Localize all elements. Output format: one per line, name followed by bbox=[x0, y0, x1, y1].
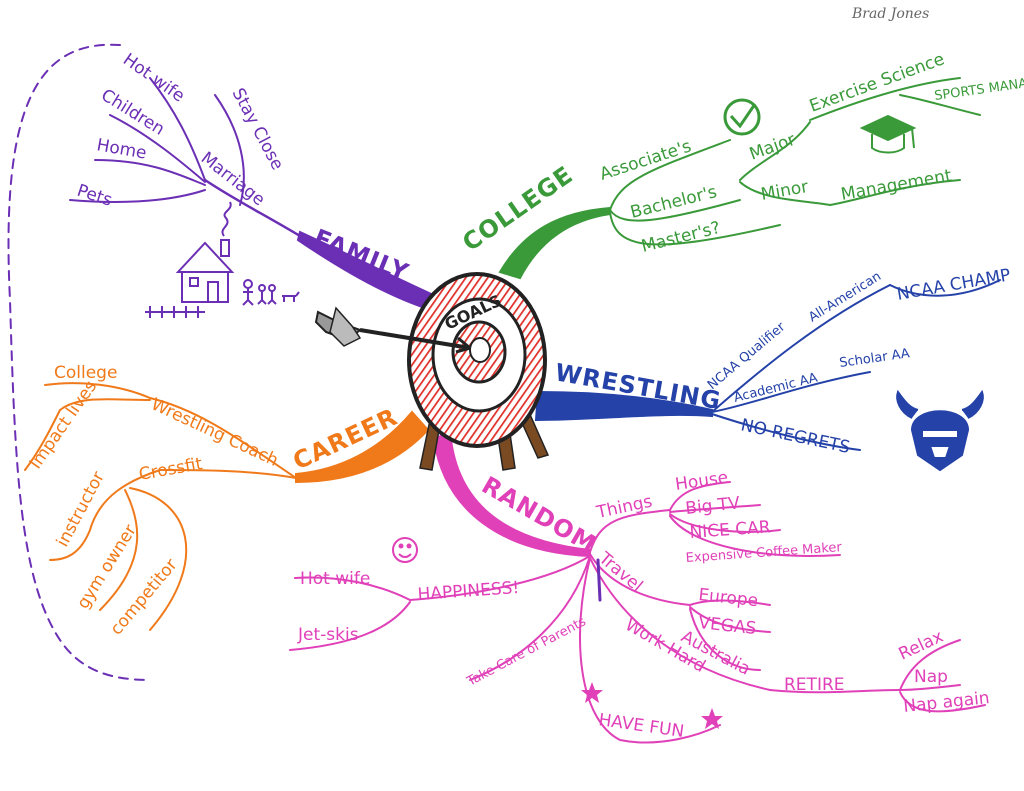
random-retire: RETIRE bbox=[784, 675, 845, 695]
star-icon bbox=[581, 682, 603, 703]
random-happiness-jet-skis: Jet-skis bbox=[297, 625, 359, 645]
random-take-care-of-parents: Take Care of Parents bbox=[464, 614, 589, 690]
random-things-big-tv: Big TV bbox=[684, 493, 741, 519]
viking-helmet-icon bbox=[896, 389, 984, 472]
checkmark-icon bbox=[723, 98, 761, 136]
college-minor-management: Management bbox=[839, 166, 953, 205]
random-branch bbox=[289, 428, 986, 744]
family-marriage-label: Marriage bbox=[197, 148, 269, 210]
author-signature: Brad Jones bbox=[852, 6, 930, 22]
wrestling-no-regrets: NO REGRETS bbox=[739, 415, 852, 458]
graduation-cap-icon bbox=[859, 114, 917, 154]
career-coach-impact-lives: Impact lives bbox=[26, 377, 102, 473]
random-retire-nap: Nap bbox=[914, 667, 948, 687]
target-with-arrow-icon bbox=[314, 272, 550, 471]
random-travel-vegas: VEGAS bbox=[697, 613, 757, 639]
college-degree-associates: Associate's bbox=[597, 136, 694, 184]
family-career-dashed-link bbox=[7, 43, 151, 681]
random-retire-relax: Relax bbox=[896, 627, 947, 665]
house-and-family-icon bbox=[145, 201, 300, 318]
random-things-house: House bbox=[674, 468, 730, 495]
wrestling-trunk bbox=[534, 390, 713, 422]
smiley-icon bbox=[392, 537, 418, 563]
random-travel: Travel bbox=[594, 548, 646, 596]
random-retire-nap-again: Nap again bbox=[902, 688, 990, 717]
career-crossfit: Crossfit bbox=[137, 454, 204, 485]
college-major-sports-management: SPORTS MANAGEMENT bbox=[933, 68, 1024, 104]
random-things-nice-car: NICE CAR bbox=[689, 517, 771, 543]
random-travel-europe: Europe bbox=[697, 585, 759, 611]
college-branch bbox=[498, 77, 981, 280]
family-item-pets: Pets bbox=[74, 181, 114, 211]
wrestling-ncaa-champ: NCAA CHAMP bbox=[895, 265, 1012, 305]
college-label: COLLEGE bbox=[457, 161, 578, 257]
random-have-fun: HAVE FUN bbox=[597, 710, 685, 742]
random-happiness-hot-wife: Hot wife bbox=[300, 569, 370, 589]
wrestling-academic-aa: Academic AA bbox=[732, 371, 819, 406]
family-item-children: Children bbox=[97, 85, 168, 139]
wrestling-branch bbox=[534, 279, 1001, 451]
career-coach-college: College bbox=[54, 363, 117, 383]
wrestling-scholar-aa: Scholar AA bbox=[838, 346, 910, 371]
family-stay-close-label: Stay Close bbox=[228, 85, 288, 174]
college-degree-masters: Master's? bbox=[639, 218, 722, 257]
random-happiness: HAPPINESS! bbox=[417, 578, 520, 605]
wrestling-all-american: All-American bbox=[806, 269, 884, 325]
career-branch bbox=[24, 382, 430, 631]
random-things-coffee-maker: Expensive Coffee Maker bbox=[685, 540, 843, 566]
college-major-label: Major bbox=[747, 130, 798, 165]
star-icon bbox=[701, 708, 723, 729]
